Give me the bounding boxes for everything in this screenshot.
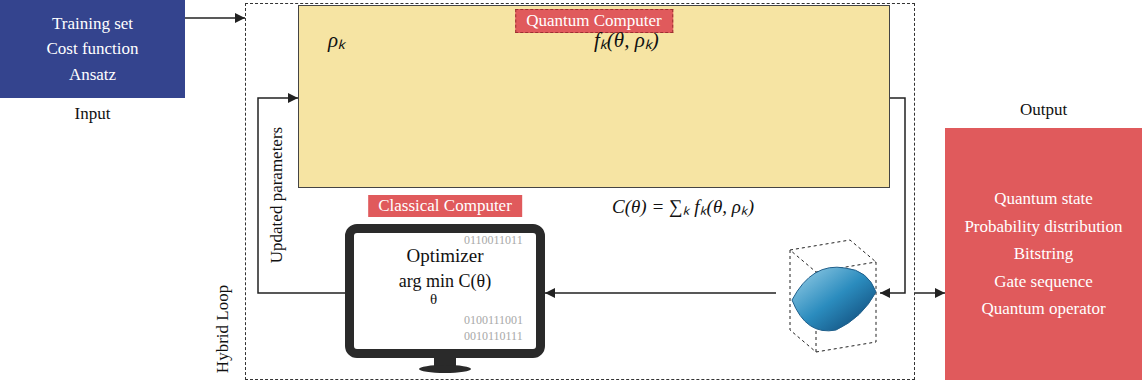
node-heading: Classical Computer — [368, 195, 522, 217]
node-heading: arg min C(θ) — [399, 271, 491, 292]
node-text: Ansatz — [69, 65, 116, 85]
binary-watermark: 0010110111 — [464, 330, 523, 344]
input-box: Training setCost functionAnsatzInput — [0, 0, 185, 98]
plot-box — [790, 240, 876, 352]
node-text: Cost function — [46, 39, 138, 59]
binary-watermark: 0100111001 — [464, 314, 523, 328]
node-heading: θ — [430, 291, 437, 308]
node-heading: Optimizer — [406, 245, 483, 267]
node-heading: Input — [75, 104, 111, 124]
node-text: Probability distribution — [964, 217, 1122, 237]
node-text: Training set — [52, 14, 133, 34]
monitor-base — [419, 365, 471, 373]
arrow-head — [880, 288, 890, 298]
output-box: OutputQuantum stateProbability distribut… — [945, 128, 1142, 380]
node-text: Bitstring — [1014, 244, 1074, 264]
cost-formula: C(θ) = ∑ₖ fₖ(θ, ρₖ) — [612, 196, 754, 218]
node-text: Quantum state — [994, 189, 1093, 209]
edge-label: Updated parameters — [267, 125, 287, 265]
surface — [792, 267, 876, 331]
plot-ground — [776, 228, 880, 356]
state-symbol: ρₖ — [328, 28, 345, 52]
node-text: Quantum operator — [981, 299, 1105, 319]
node-heading: Hybrid Loop — [213, 285, 233, 373]
node-text: Gate sequence — [994, 272, 1093, 292]
flow-arrow — [915, 292, 945, 294]
node-heading: Output — [1020, 100, 1067, 120]
monitor-stand — [419, 357, 471, 373]
output-function: fₖ(θ, ρₖ) — [594, 28, 659, 52]
hybrid-loop: Hybrid LoopQuantum ComputerClassical Com… — [245, 3, 915, 380]
binary-watermark: 0110011011 — [464, 234, 523, 248]
flow-arrow — [185, 17, 245, 19]
